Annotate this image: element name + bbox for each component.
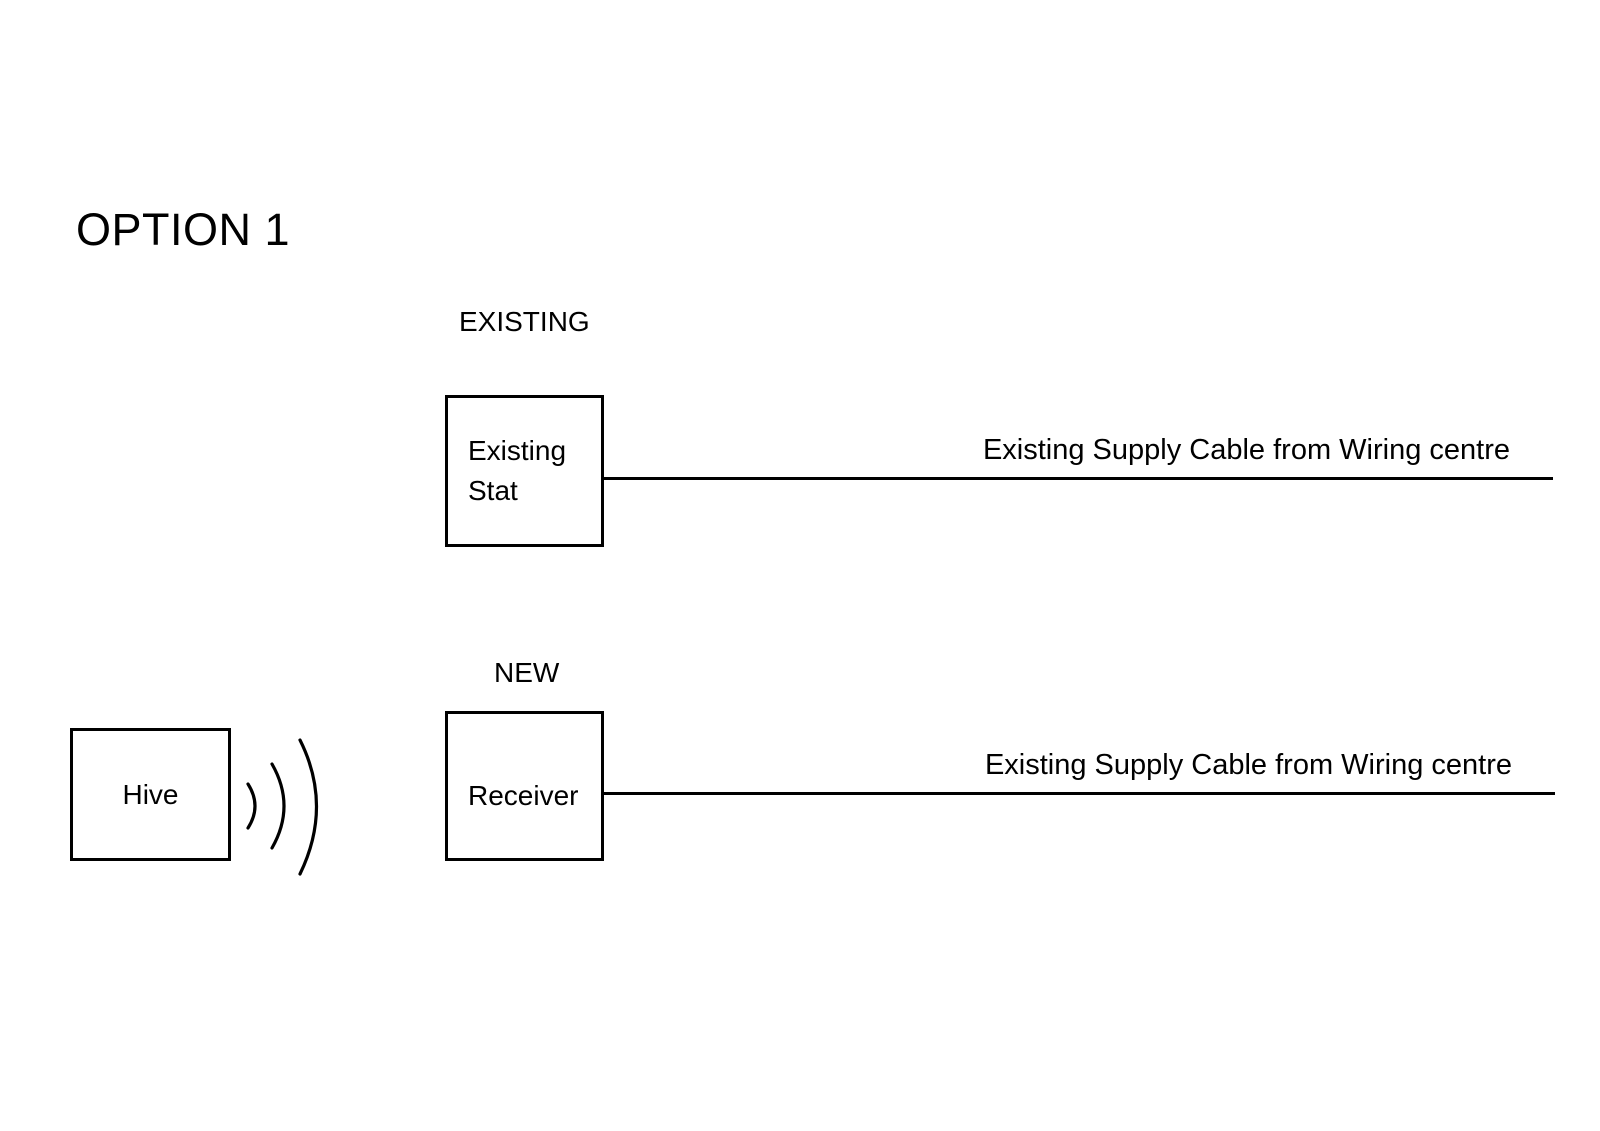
receiver-box: Receiver — [445, 711, 604, 861]
hive-box-label: Hive — [122, 778, 179, 810]
existing-supply-cable-label: Existing Supply Cable from Wiring centre — [982, 434, 1510, 466]
existing-supply-cable-line — [604, 477, 1553, 480]
wireless-signal-arcs — [246, 738, 319, 876]
new-supply-cable-label: Existing Supply Cable from Wiring centre — [984, 749, 1512, 781]
wireless-signal-icon — [238, 726, 342, 886]
section-caption-new: NEW — [494, 657, 560, 688]
hive-box: Hive — [70, 728, 231, 861]
existing-stat-label-line1: Existing — [468, 435, 567, 466]
new-supply-cable-line — [604, 792, 1555, 795]
section-caption-existing: EXISTING — [459, 306, 590, 337]
existing-stat-label-line2: Stat — [468, 475, 518, 506]
page-title: OPTION 1 — [76, 204, 291, 255]
existing-stat-box: Existing Stat — [445, 395, 604, 547]
existing-stat-box-label: Existing Stat — [468, 431, 566, 511]
receiver-box-label: Receiver — [468, 780, 579, 811]
